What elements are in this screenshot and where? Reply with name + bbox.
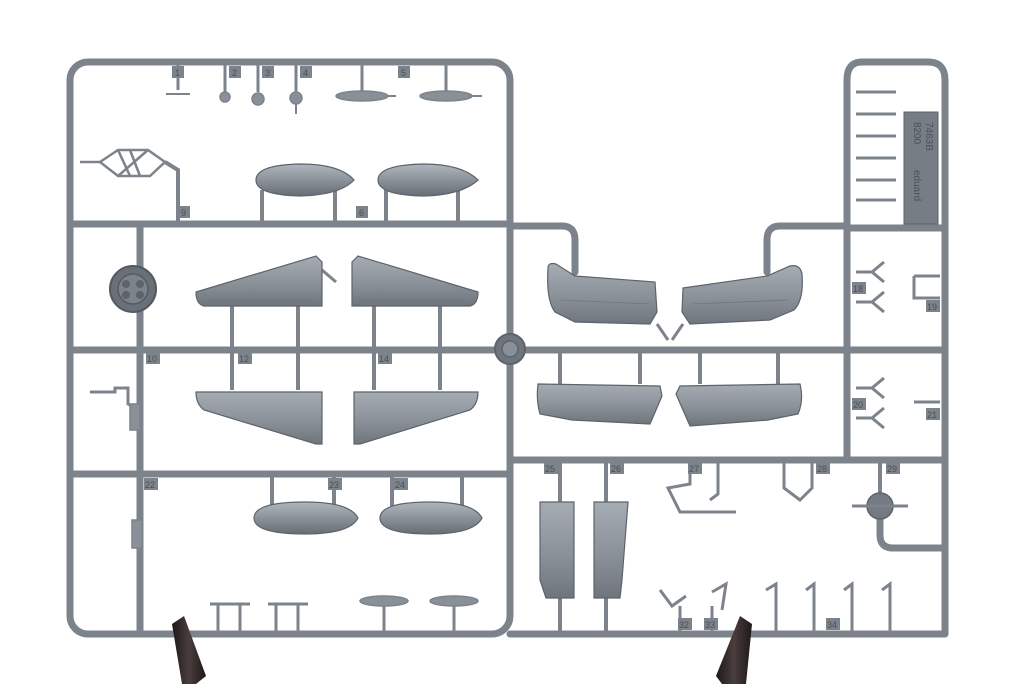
- part-tag-10: 10: [146, 352, 160, 364]
- svg-text:10: 10: [147, 354, 157, 364]
- brand-tab: 8200 eduard 7463B: [903, 111, 939, 225]
- part-number-tags: 1 2 3 4 5 6 9 10 12 14 22 23 24 25 26 27…: [144, 66, 940, 630]
- part-tag-25: 25: [544, 462, 558, 474]
- brand-line-1: 8200: [911, 122, 922, 145]
- tailplane-upper-right: [351, 255, 479, 350]
- svg-text:12: 12: [239, 354, 249, 364]
- svg-text:32: 32: [679, 620, 689, 630]
- svg-text:29: 29: [887, 464, 897, 474]
- prop-hub: [852, 460, 908, 520]
- svg-text:2: 2: [232, 68, 237, 78]
- svg-text:26: 26: [611, 464, 621, 474]
- top-small-parts: [166, 62, 482, 114]
- tailplane-lower-right: [353, 350, 479, 445]
- part-tag-5: 5: [398, 66, 410, 78]
- part-tag-34: 34: [826, 618, 840, 630]
- svg-text:27: 27: [689, 464, 699, 474]
- right-column-parts: [856, 90, 940, 430]
- part-tag-6: 6: [356, 206, 368, 218]
- part-tag-26: 26: [610, 462, 624, 474]
- drop-tank-lower-right: [379, 474, 483, 535]
- svg-text:19: 19: [927, 302, 937, 312]
- part-tag-18: 18: [852, 282, 866, 294]
- part-tag-14: 14: [378, 352, 392, 364]
- svg-text:1: 1: [175, 68, 180, 78]
- svg-text:34: 34: [827, 620, 837, 630]
- part-tag-22: 22: [144, 478, 158, 490]
- flap-right: [593, 460, 629, 634]
- tailplane-lower-left: [195, 350, 323, 445]
- gear-parts: [658, 460, 892, 634]
- svg-text:28: 28: [817, 464, 827, 474]
- part-tag-24: 24: [394, 478, 408, 490]
- part-tag-12: 12: [238, 352, 252, 364]
- strut-parts-left: [90, 386, 143, 556]
- drop-tank-upper-right: [377, 163, 479, 224]
- svg-text:9: 9: [181, 208, 186, 218]
- part-tag-21: 21: [926, 408, 940, 420]
- tailplane-upper-left: [195, 255, 337, 350]
- part-tag-27: 27: [688, 462, 702, 474]
- part-tag-2: 2: [229, 66, 241, 78]
- part-tag-23: 23: [328, 478, 342, 490]
- part-tag-28: 28: [816, 462, 830, 474]
- part-tag-19: 19: [926, 300, 940, 312]
- sprue-frame-right: [506, 58, 949, 638]
- svg-text:20: 20: [853, 400, 863, 410]
- wing-upper-right: [670, 265, 803, 341]
- engine-part: [109, 224, 157, 313]
- display-stand-right: [716, 616, 752, 684]
- svg-text:6: 6: [359, 208, 364, 218]
- svg-text:25: 25: [545, 464, 555, 474]
- frame-part: [80, 148, 180, 224]
- svg-text:3: 3: [265, 68, 270, 78]
- sprue-hub: [494, 333, 526, 365]
- svg-text:21: 21: [927, 410, 937, 420]
- svg-text:4: 4: [303, 68, 308, 78]
- svg-text:33: 33: [705, 620, 715, 630]
- wing-lower-right: [675, 350, 803, 427]
- svg-text:14: 14: [379, 354, 389, 364]
- wing-upper-left: [547, 262, 670, 341]
- part-tag-9: 9: [178, 206, 190, 218]
- brand-line-2: eduard: [911, 170, 922, 201]
- flap-left: [539, 460, 575, 634]
- drop-tank-upper-left: [255, 163, 355, 224]
- display-stand-left: [172, 616, 206, 684]
- part-tag-1: 1: [172, 66, 184, 78]
- wing-lower-left: [536, 350, 663, 425]
- svg-text:22: 22: [145, 480, 155, 490]
- part-tag-20: 20: [852, 398, 866, 410]
- svg-text:18: 18: [853, 284, 863, 294]
- part-tag-33: 33: [704, 618, 718, 630]
- bottom-small-parts-left: [210, 595, 479, 634]
- part-tag-32: 32: [678, 618, 692, 630]
- part-tag-29: 29: [886, 462, 900, 474]
- svg-text:24: 24: [395, 480, 405, 490]
- drop-tank-lower-left: [253, 474, 359, 535]
- brand-line-3: 7463B: [923, 122, 934, 151]
- part-tag-3: 3: [262, 66, 274, 78]
- svg-text:23: 23: [329, 480, 339, 490]
- svg-text:5: 5: [401, 68, 406, 78]
- part-tag-4: 4: [300, 66, 312, 78]
